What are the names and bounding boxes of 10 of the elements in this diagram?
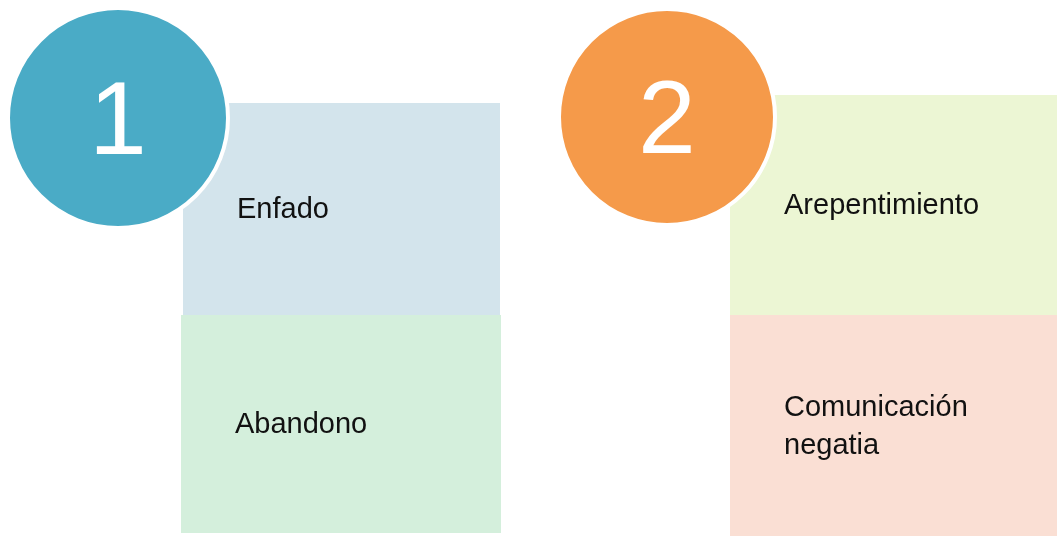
text-panel bbox=[730, 95, 1057, 315]
panel-text: Enfado bbox=[237, 191, 329, 227]
panel-text: Abandono bbox=[235, 406, 368, 442]
text-panel bbox=[181, 315, 501, 533]
panel-text: Comunicación negatia bbox=[784, 388, 969, 462]
text-panel bbox=[183, 103, 500, 315]
panel-text: Arepentimiento bbox=[784, 187, 980, 223]
step-number: 2 bbox=[638, 65, 696, 169]
text-panel bbox=[730, 315, 1057, 536]
step-number: 1 bbox=[89, 66, 147, 170]
